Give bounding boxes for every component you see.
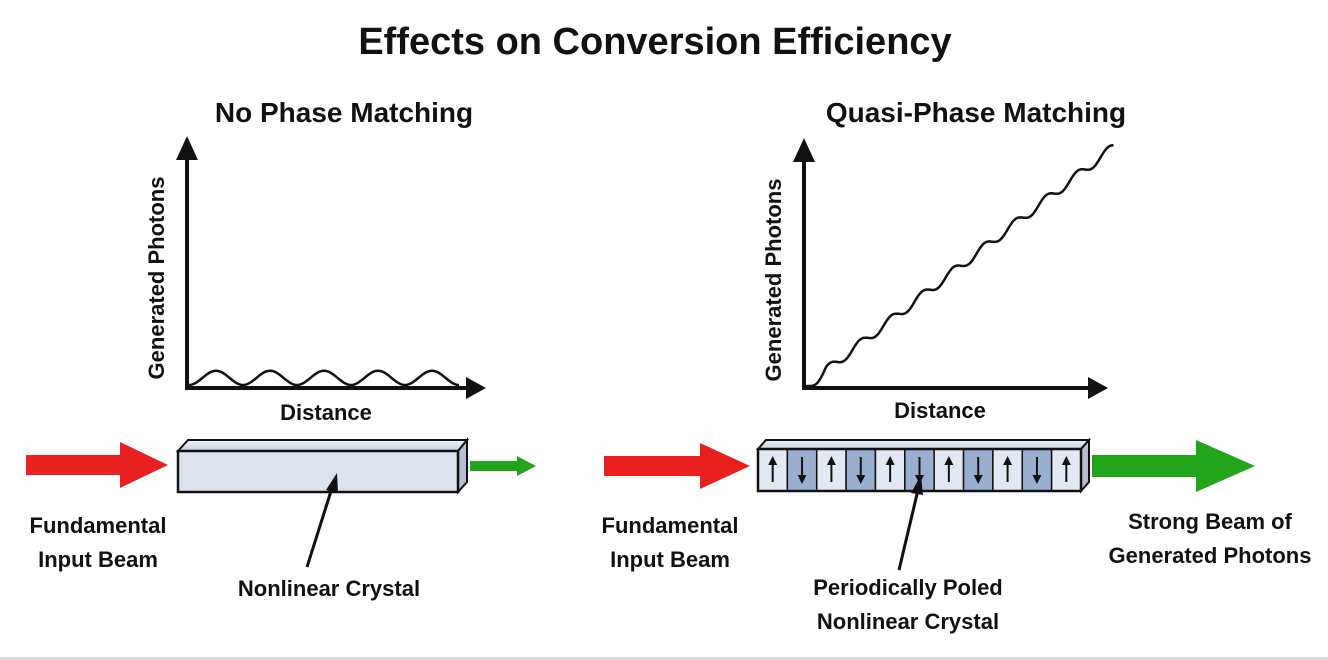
arrow-down-icon (973, 457, 983, 484)
crystal-pointer-arrowhead (326, 473, 338, 493)
left-input-beam-arrow (26, 442, 168, 488)
right-input-label-line2: Input Beam (610, 547, 730, 572)
arrow-up-icon (1061, 456, 1071, 482)
arrow-down-icon (797, 457, 807, 484)
right-graph: Generated Photons Distance (761, 138, 1114, 423)
right-x-axis-arrowhead (1088, 377, 1108, 399)
right-output-beam-arrow (1092, 440, 1255, 492)
arrow-up-icon (768, 456, 778, 482)
right-input-label-line1: Fundamental (602, 513, 739, 538)
left-crystal-label: Nonlinear Crystal (238, 576, 420, 601)
right-crystal-label-line2: Nonlinear Crystal (817, 609, 999, 634)
crystal-pointer-line (305, 487, 334, 568)
bottom-divider (0, 657, 1328, 660)
left-generated-photons-curve (188, 369, 460, 387)
nonlinear-crystal (175, 437, 470, 495)
arrow-down-icon (856, 457, 866, 484)
pp-crystal-pointer-line (897, 489, 920, 571)
crystal-top-face (175, 439, 470, 452)
arrow-up-icon (885, 456, 895, 482)
left-input-label-line1: Fundamental (30, 513, 167, 538)
right-input-beam-arrow (604, 443, 750, 489)
arrow-down-icon (1032, 457, 1042, 484)
right-panel-heading: Quasi-Phase Matching (826, 97, 1126, 128)
right-x-axis-label: Distance (894, 398, 986, 423)
left-graph: Generated Photons Distance (144, 136, 486, 425)
crystal-front-face (176, 449, 460, 494)
right-crystal-label-line1: Periodically Poled (813, 575, 1003, 600)
left-panel: No Phase Matching Generated Photons Dist… (26, 97, 536, 601)
right-panel: Quasi-Phase Matching Generated Photons D… (602, 97, 1312, 634)
periodically-poled-crystal (755, 437, 1092, 494)
left-x-axis-label: Distance (280, 400, 372, 425)
right-generated-photons-curve (806, 143, 1114, 388)
arrow-up-icon (944, 456, 954, 482)
page-title: Effects on Conversion Efficiency (358, 21, 951, 63)
left-output-beam-arrow (470, 456, 536, 476)
pp-crystal-top-face (755, 439, 1092, 450)
right-output-label-line1: Strong Beam of (1128, 509, 1292, 534)
arrow-up-icon (1003, 456, 1013, 482)
right-y-axis-label: Generated Photons (761, 179, 786, 382)
left-panel-heading: No Phase Matching (215, 97, 473, 128)
left-y-axis-arrowhead (176, 136, 198, 160)
right-y-axis-arrowhead (793, 138, 815, 162)
crystal-side-face (457, 437, 468, 495)
pp-crystal-pointer-arrowhead (911, 475, 923, 495)
arrow-up-icon (826, 456, 836, 482)
left-y-axis-label: Generated Photons (144, 177, 169, 380)
left-input-label-line2: Input Beam (38, 547, 158, 572)
left-x-axis-arrowhead (466, 377, 486, 399)
right-output-label-line2: Generated Photons (1109, 543, 1312, 568)
